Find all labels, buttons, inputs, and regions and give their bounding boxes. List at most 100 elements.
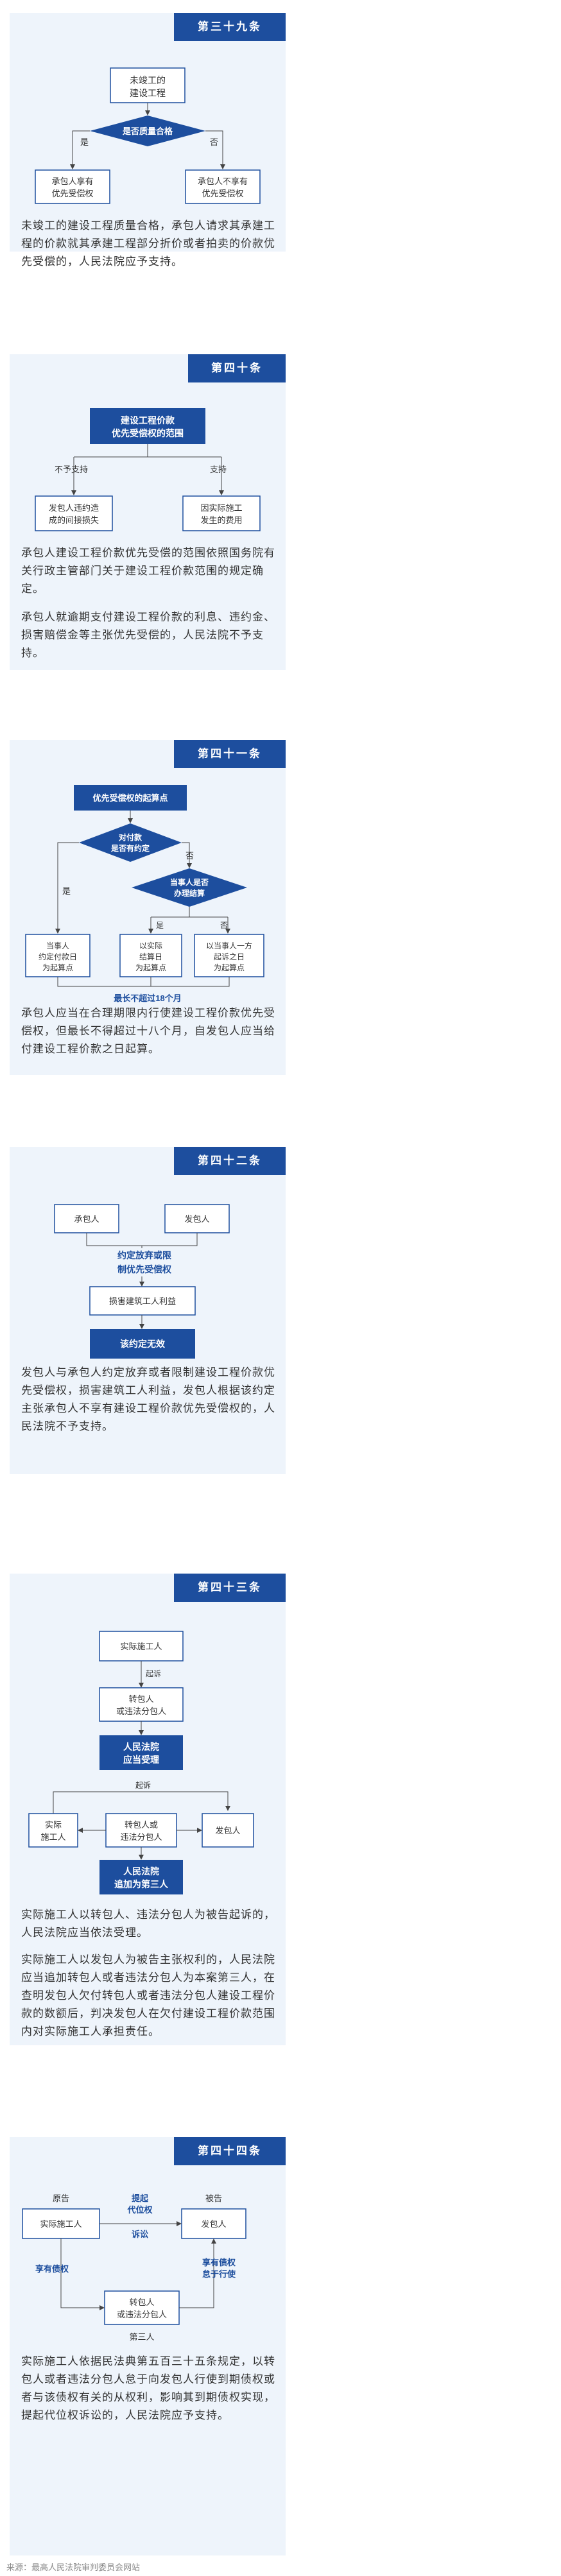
article-41-card: 第四十一条 优先受偿权的起算点 对付款是否有约定 是 否 当事人是否办理结算 是… [10, 740, 286, 1075]
article-paragraph: 实际施工人以转包人、违法分包人为被告起诉的，人民法院应当依法受理。 [21, 1909, 275, 1939]
action-line: 诉讼 [132, 2229, 148, 2239]
svg-text:承包人享有优先受偿权: 承包人享有优先受偿权 [51, 176, 93, 198]
svg-text:当事人约定付款日为起算点: 当事人约定付款日为起算点 [39, 941, 77, 972]
article-40-card: 第四十条 建设工程价款优先受偿权的范围 不予支持 支持 发包人违约造成的间接损失… [10, 354, 286, 670]
article-paragraph: 承包人建设工程价款优先受偿的范围依照国务院有关行政主管部门关于建设工程价款范围的… [21, 547, 275, 595]
indirect-loss-line: 成的间接损失 [49, 515, 99, 525]
no-label: 否 [220, 921, 228, 930]
employer-label: 发包人 [215, 1826, 240, 1835]
article-title: 第四十条 [188, 354, 286, 382]
no-label: 否 [186, 851, 194, 861]
article-paragraph: 承包人就逾期支付建设工程价款的利息、违约金、损害赔偿金等主张优先受偿的，人民法院… [21, 611, 275, 659]
subcontractor-line: 或违法分包人 [116, 1706, 166, 1716]
article-39-card: 第三十九条 未竣工的建设工程 是否质量合格 是 否 承包人享有优先受偿权 承包人… [10, 13, 286, 268]
agreement-line: 对付款 [119, 832, 142, 842]
settlement-line: 当事人是否 [170, 877, 209, 887]
sue-label: 起诉 [146, 1669, 161, 1678]
svg-text:因实际施工发生的费用: 因实际施工发生的费用 [200, 503, 242, 525]
svg-text:转包人或违法分包人: 转包人或违法分包人 [116, 1694, 166, 1716]
builder-line: 施工人 [40, 1832, 65, 1842]
source-footer: 来源：最高人民法院审判委员会网站 [6, 2563, 141, 2572]
svg-text:发包人违约造成的间接损失: 发包人违约造成的间接损失 [49, 503, 99, 525]
court-accept-line: 应当受理 [123, 1755, 159, 1765]
agreed-date-box [25, 934, 91, 977]
settlement-date-box [119, 934, 182, 977]
actual-cost-box [182, 495, 261, 531]
sue2-label: 起诉 [135, 1781, 151, 1790]
svg-text:对付款是否有约定: 对付款是否有约定 [110, 832, 150, 853]
actual-cost-line: 发生的费用 [200, 515, 242, 525]
article-paragraph: 实际施工人依据民法典第五百三十五条规定，以转包人或者违法分包人怠于向发包人行使到… [21, 2355, 275, 2421]
agreement-line: 约定放弃或限 [117, 1250, 171, 1260]
actual-builder-label: 实际施工人 [40, 2219, 82, 2229]
article-paragraph: 承包人应当在合理期限内行使建设工程价款优先受偿权，但最长不得超过十八个月，自发包… [21, 1007, 275, 1055]
settlement-date-line: 为起算点 [135, 963, 166, 972]
svg-text:享有债权怠于行使: 享有债权怠于行使 [202, 2258, 236, 2279]
transferor-line: 违法分包人 [120, 1832, 162, 1842]
svg-text:未竣工的建设工程: 未竣工的建设工程 [130, 75, 166, 98]
result-left-line: 优先受偿权 [51, 189, 93, 198]
indirect-loss-line: 发包人违约造 [49, 503, 99, 513]
lawsuit-date-line: 起诉之日 [214, 952, 245, 961]
result-left-box [35, 169, 110, 204]
result-left-line: 承包人享有 [51, 176, 93, 186]
result-right-box [185, 169, 261, 204]
subcontractor-box [99, 1687, 184, 1722]
article-42-flowchart: 承包人 发包人 约定放弃或限制优先受偿权 损害建筑工人利益 该约定无效 [54, 1204, 230, 1359]
start-line: 建设工程 [130, 88, 166, 98]
defendant-label: 被告 [205, 2194, 222, 2203]
article-title: 第四十一条 [174, 740, 286, 768]
plaintiff-label: 原告 [53, 2194, 69, 2203]
article-title: 第四十二条 [174, 1147, 286, 1175]
svg-text:实际施工人: 实际施工人 [40, 1820, 65, 1842]
employer-label: 发包人 [184, 1214, 209, 1224]
article-43-card: 第四十三条 实际施工人 起诉 转包人或违法分包人 人民法院应当受理 起诉 实际施… [10, 1574, 286, 2045]
employer-box [202, 1813, 254, 1848]
result-right-line: 优先受偿权 [202, 189, 243, 198]
svg-text:约定放弃或限制优先受偿权: 约定放弃或限制优先受偿权 [117, 1250, 172, 1275]
article-42-card: 第四十二条 承包人 发包人 约定放弃或限制优先受偿权 损害建筑工人利益 该约定无… [10, 1147, 286, 1474]
article-title: 第三十九条 [174, 13, 286, 41]
claim2-line: 享有债权 [202, 2258, 236, 2267]
svg-text:以实际结算日为起算点: 以实际结算日为起算点 [135, 941, 166, 972]
article-title: 第四十三条 [174, 1574, 286, 1602]
builder-line: 实际 [45, 1820, 62, 1830]
scope-line: 建设工程价款 [121, 415, 175, 425]
subcontractor-line: 转包人 [128, 1694, 153, 1704]
article-title: 第四十四条 [174, 2137, 286, 2165]
transferor-line: 转包人 [129, 2297, 154, 2307]
agreement-diamond [79, 823, 182, 862]
yes-label: 是 [80, 137, 89, 147]
lawsuit-date-line: 为起算点 [214, 963, 245, 972]
invalid-box [90, 1329, 195, 1359]
scope-line: 优先受偿权的范围 [112, 428, 184, 438]
settlement-diamond [132, 868, 247, 907]
article-44-card: 第四十四条 原告 被告 实际施工人 发包人 提起代位权诉讼 转包人或违法分包人 … [10, 2137, 286, 2555]
indirect-loss-box [35, 495, 113, 531]
court-join-box [99, 1860, 183, 1894]
not-support-label: 不予支持 [55, 465, 88, 474]
svg-text:以当事人一方起诉之日为起算点: 以当事人一方起诉之日为起算点 [206, 941, 252, 972]
settlement-line: 办理结算 [174, 888, 205, 898]
employer-label: 发包人 [201, 2219, 226, 2229]
actual-cost-line: 因实际施工 [200, 503, 242, 513]
third-party-label: 第三人 [129, 2332, 154, 2342]
actual-builder-label: 实际施工人 [120, 1642, 162, 1651]
agreed-date-line: 当事人 [46, 941, 69, 950]
court-accept-line: 人民法院 [123, 1742, 159, 1752]
support-label: 支持 [210, 465, 227, 474]
decision-label: 是否质量合格 [122, 126, 173, 136]
court-join-line: 追加为第三人 [114, 1879, 169, 1889]
agreed-date-line: 约定付款日 [39, 952, 77, 961]
svg-text:人民法院应当受理: 人民法院应当受理 [123, 1742, 159, 1765]
decision-diamond [90, 116, 205, 146]
lawsuit-date-line: 以当事人一方 [206, 941, 252, 950]
claim2-line: 怠于行使 [202, 2269, 236, 2279]
transferor-line: 或违法分包人 [117, 2310, 167, 2319]
svg-text:转包人或违法分包人: 转包人或违法分包人 [120, 1820, 162, 1842]
scope-box [90, 408, 205, 444]
yes-label: 是 [156, 921, 164, 930]
invalid-label: 该约定无效 [120, 1339, 166, 1349]
article-44-flowchart: 原告 被告 实际施工人 发包人 提起代位权诉讼 转包人或违法分包人 享有债权 享… [22, 2194, 246, 2342]
employer-box [164, 1204, 230, 1233]
